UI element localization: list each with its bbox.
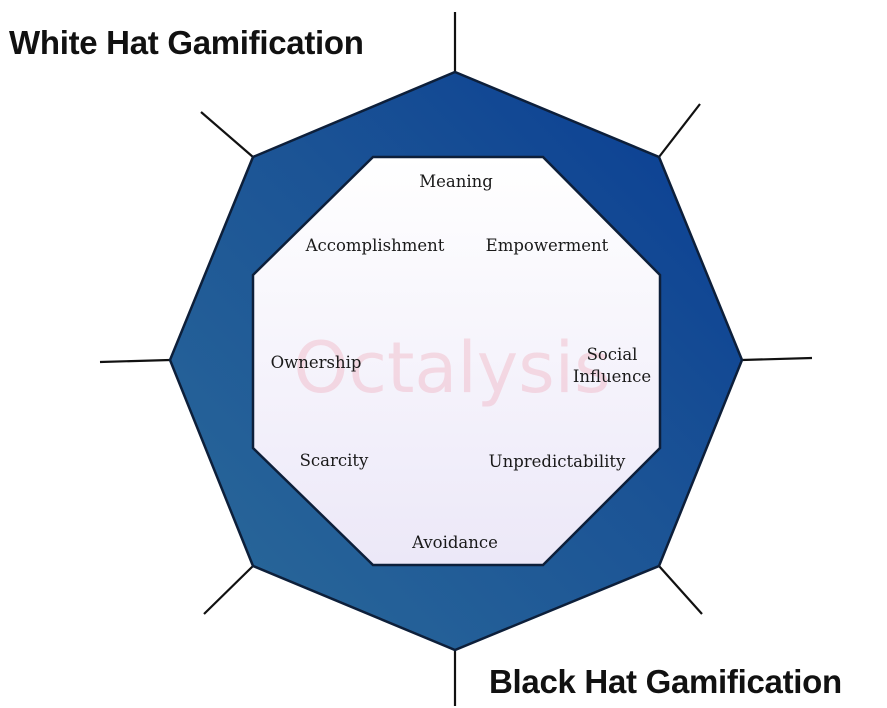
black-hat-heading: Black Hat Gamification: [489, 663, 842, 700]
drive-label-avoidance: Avoidance: [412, 533, 498, 552]
white-hat-heading: White Hat Gamification: [9, 24, 364, 61]
inner-octagon: [251, 155, 662, 567]
axis-line-upper-right: [658, 103, 701, 158]
axis-line-lower-right: [658, 565, 703, 615]
drive-label-empowerment: Empowerment: [485, 236, 609, 255]
axis-line-left: [99, 358, 171, 364]
axis-lines: [99, 12, 813, 706]
axis-line-right: [741, 356, 813, 362]
drive-label-unpredictability: Unpredictability: [488, 452, 626, 471]
drive-label-meaning: Meaning: [419, 172, 493, 191]
drive-label-accomplishment: Accomplishment: [305, 236, 445, 255]
drive-label-social-influence: Social Influence: [572, 345, 652, 386]
axis-line-upper-left: [200, 111, 254, 158]
axis-line-lower-left: [203, 565, 254, 615]
drive-label-scarcity: Scarcity: [299, 451, 369, 470]
drive-label-ownership: Ownership: [270, 353, 362, 372]
